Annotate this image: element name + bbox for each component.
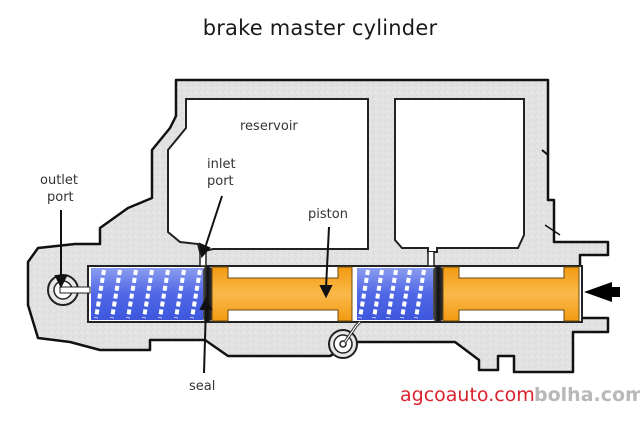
push-rod-force-arrow-icon <box>584 282 620 302</box>
primary-seal-rear <box>433 267 443 321</box>
diagram-title: brake master cylinder <box>202 16 438 40</box>
primary-piston <box>442 266 580 322</box>
label-reservoir: reservoir <box>240 119 298 134</box>
return-spring-front <box>91 268 203 320</box>
inlet-port-rear <box>427 252 435 267</box>
reservoir-chamber-front <box>167 98 369 254</box>
inlet-port-leader <box>204 195 223 249</box>
primary-seal-front <box>203 267 212 321</box>
reservoir-chamber-rear <box>394 98 525 253</box>
secondary-piston <box>211 266 353 322</box>
label-inlet-port-line1: inlet <box>207 157 236 172</box>
site-watermark: bolha.com <box>534 384 640 406</box>
source-watermark: agcoauto.com <box>400 384 535 406</box>
seal-leader <box>203 305 207 374</box>
return-spring-rear <box>357 268 433 320</box>
label-seal: seal <box>189 379 215 394</box>
piston-leader <box>325 226 330 289</box>
label-outlet-port-line2: port <box>47 190 74 205</box>
label-piston: piston <box>308 207 348 222</box>
label-inlet-port-line2: port <box>207 174 234 189</box>
label-outlet-port-line1: outlet <box>40 173 78 188</box>
outlet-port-fitting-rear <box>328 320 362 359</box>
